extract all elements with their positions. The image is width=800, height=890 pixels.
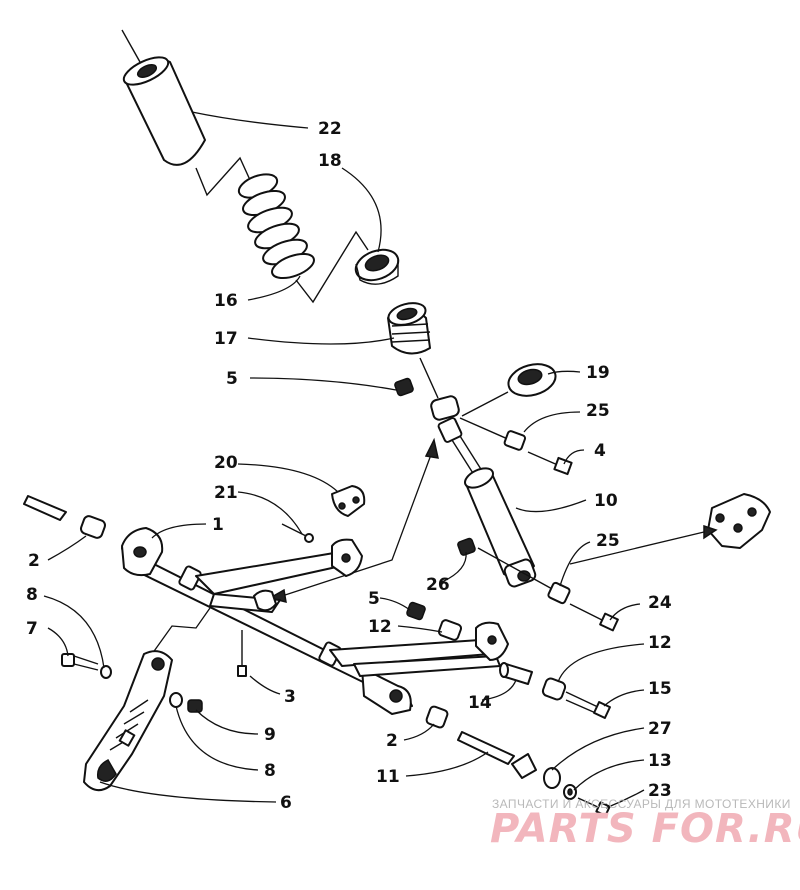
callout-27: 27 [648, 719, 672, 739]
shock-absorber-10 [430, 395, 537, 588]
nut-5-lower [406, 601, 426, 621]
callout-23: 23 [648, 781, 672, 801]
callout-1: 1 [212, 515, 224, 535]
spring-16 [195, 156, 369, 304]
callout-11: 11 [376, 767, 400, 787]
bushing-12-right [541, 677, 567, 701]
washer-8-right [169, 692, 183, 708]
callout-9: 9 [264, 725, 276, 745]
washer-8-left [100, 665, 112, 679]
callout-8-lower: 8 [264, 761, 276, 781]
trailing-arm [195, 538, 509, 677]
callout-24: 24 [648, 593, 672, 613]
callout-13: 13 [648, 751, 672, 771]
main-tube-1 [121, 527, 413, 715]
leader-lines [43, 111, 645, 809]
callout-4: 4 [594, 441, 606, 461]
callout-16: 16 [214, 291, 238, 311]
callout-8-upper: 8 [26, 585, 38, 605]
spacer-14 [499, 662, 533, 685]
washer-13 [563, 784, 577, 800]
callout-15: 15 [648, 679, 672, 699]
callout-17: 17 [214, 329, 238, 349]
nut-5-upper [394, 377, 414, 397]
bolt-7 [61, 653, 99, 671]
callout-18: 18 [318, 151, 342, 171]
callout-3: 3 [284, 687, 296, 707]
bolt-15 [565, 691, 611, 719]
arrow-to-shock [268, 437, 439, 604]
bracket-20 [331, 485, 366, 517]
callout-19: 19 [586, 363, 610, 383]
callout-25-upper: 25 [586, 401, 610, 421]
callout-12-right: 12 [648, 633, 672, 653]
watermark-tagline: ЗАПЧАСТИ И АКСЕССУАРЫ ДЛЯ МОТОТЕХНИКИ [492, 797, 791, 811]
spring-adjuster-18 [354, 248, 400, 285]
callout-25-lower: 25 [596, 531, 620, 551]
callout-26: 26 [426, 575, 450, 595]
cap-27 [511, 753, 561, 789]
callout-14: 14 [468, 693, 492, 713]
ski-mount-detail [569, 493, 771, 565]
watermark-brand: PARTS FOR.RU [490, 806, 800, 852]
callout-2-lower: 2 [386, 731, 398, 751]
callout-2-upper: 2 [28, 551, 40, 571]
callout-5-upper: 5 [226, 369, 238, 389]
callout-22: 22 [318, 119, 342, 139]
bump-stop-17 [387, 302, 431, 355]
leader-zigzag-1 [151, 607, 211, 655]
bushing-2-lower [425, 705, 449, 729]
nut-26 [457, 537, 476, 556]
bushing-2-upper [79, 515, 107, 539]
callout-20: 20 [214, 453, 238, 473]
callout-21: 21 [214, 483, 238, 503]
shock-cover-22 [121, 29, 206, 166]
bolt-4 [459, 417, 573, 476]
nut-9 [187, 699, 203, 713]
bushing-12-left [437, 619, 463, 641]
callout-labels: 22 18 16 17 5 19 25 4 10 20 21 1 2 25 26… [26, 119, 672, 813]
bolt-24 [477, 547, 619, 632]
grease-fitting-3 [237, 630, 247, 677]
watermark: ЗАПЧАСТИ И АКСЕССУАРЫ ДЛЯ МОТОТЕХНИКИ PA… [490, 797, 800, 852]
callout-12-left: 12 [368, 617, 392, 637]
pivot-arm-6 [83, 650, 173, 792]
pin-11 [457, 731, 515, 765]
bolt-23 [577, 797, 611, 817]
callout-5-lower: 5 [368, 589, 380, 609]
cup-19 [461, 363, 557, 417]
callout-10: 10 [594, 491, 618, 511]
callout-7: 7 [26, 619, 38, 639]
callout-6: 6 [280, 793, 292, 813]
pin-left [23, 495, 67, 521]
